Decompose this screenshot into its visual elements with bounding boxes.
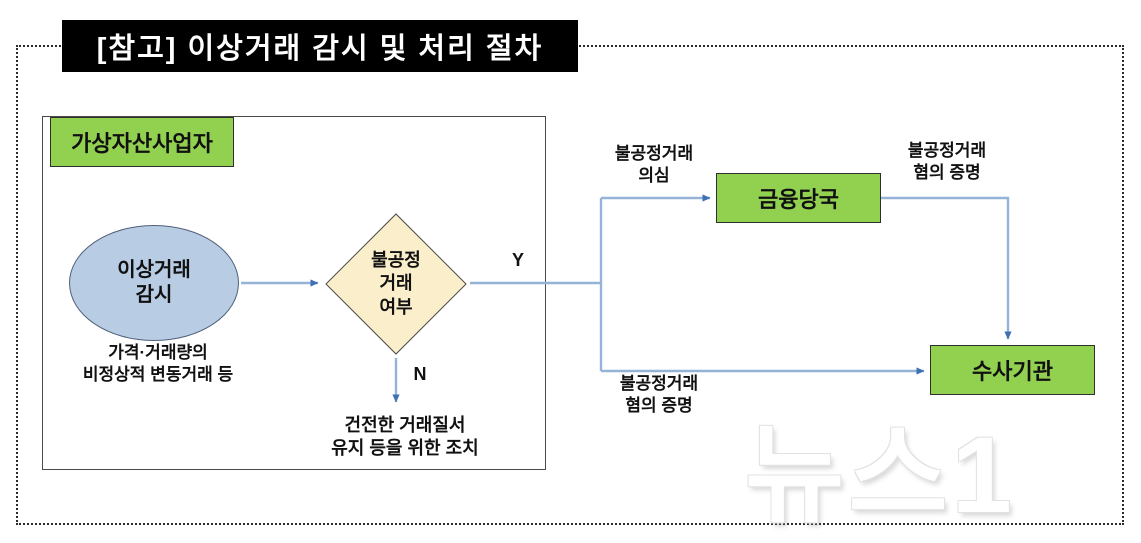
measure-line1: 건전한 거래질서 (344, 415, 466, 435)
decision-line2: 거래 (379, 273, 413, 294)
node-abnormal-transaction-monitoring: 이상거래 감시 (69, 225, 239, 341)
edge-financial-authority-to-investigative-agency (881, 196, 1012, 340)
suspect-line1: 불공정거래 (614, 144, 694, 163)
monitor-caption-line1: 가격·거래량의 (108, 343, 208, 362)
decision-line1: 불공정 (371, 250, 421, 271)
vasp-group-label: 가상자산사업자 (50, 117, 234, 167)
measure-line2: 유지 등을 위한 조치 (331, 438, 479, 459)
edge-label-unfair-trade-suspicion: 불공정거래 의심 (595, 143, 713, 187)
monitor-caption-line2: 비정상적 변동거래 등 (82, 365, 234, 385)
proof-bottom-line2: 혐의 증명 (625, 396, 693, 416)
edge-label-no: N (413, 364, 427, 384)
decision-line3: 여부 (379, 296, 413, 317)
edge-label-yes: Y (511, 250, 524, 270)
node-unfair-trade-decision: 불공정 거래 여부 (325, 213, 467, 355)
proof-bottom-line1: 불공정거래 (619, 374, 699, 393)
node-monitor-line1: 이상거래 (117, 259, 191, 281)
node-financial-authority: 금융당국 (716, 173, 881, 223)
page-title: [참고] 이상거래 감시 및 처리 절차 (62, 20, 578, 72)
diamond-label: 불공정 거래 여부 (325, 213, 467, 355)
suspect-line2: 의심 (638, 166, 670, 186)
proof-top-line1: 불공정거래 (907, 141, 987, 160)
node-investigative-agency: 수사기관 (930, 345, 1095, 395)
edge-label-proof-top: 불공정거래 혐의 증명 (888, 140, 1006, 184)
node-sound-trading-measure: 건전한 거래질서 유지 등을 위한 조치 (300, 414, 510, 461)
monitor-caption: 가격·거래량의 비정상적 변동거래 등 (63, 342, 253, 386)
edge-label-proof-bottom: 불공정거래 혐의 증명 (600, 373, 718, 417)
node-monitor-line2: 감시 (135, 284, 173, 306)
proof-top-line2: 혐의 증명 (913, 163, 981, 183)
